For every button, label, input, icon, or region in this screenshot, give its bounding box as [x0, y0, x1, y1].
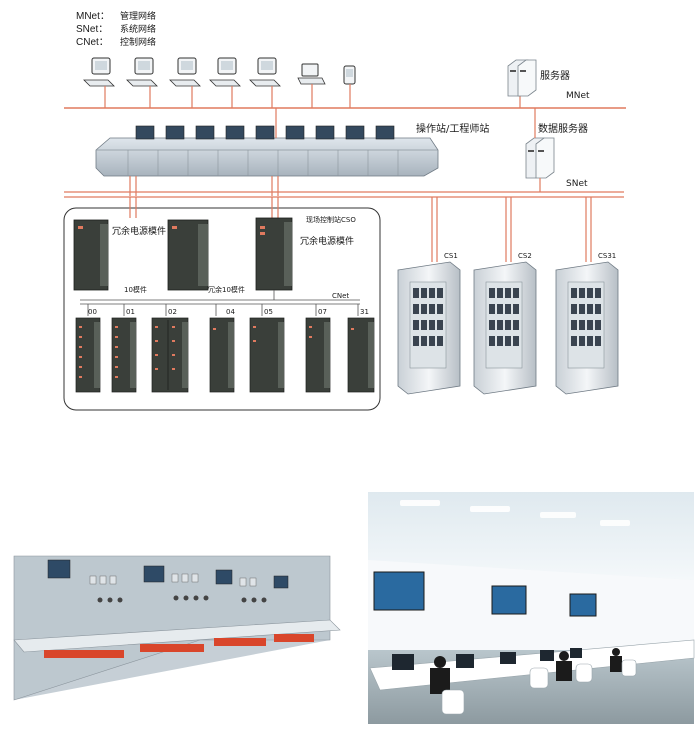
slot-label: 05: [264, 308, 273, 316]
slot-label: 31: [360, 308, 369, 316]
redundant-io-module: [151, 317, 189, 393]
io-module: [111, 317, 137, 393]
io-module: [75, 317, 101, 393]
controller-module: [167, 219, 209, 291]
io-module: [249, 317, 285, 393]
cnet-label: CNet: [332, 292, 349, 300]
data-server-icon: [525, 137, 555, 179]
redundant-io-label: 冗余10模件: [208, 285, 245, 294]
control-cabinet-cs31: [555, 261, 619, 395]
data-server-label: 数据服务器: [538, 122, 588, 135]
legend-desc-snet: 系统网络: [120, 23, 156, 35]
desktop-computer-icon: [169, 57, 201, 87]
io-module: [209, 317, 235, 393]
control-cabinets: [397, 261, 619, 395]
server-icon: [507, 59, 537, 97]
redundant-power-module: [73, 219, 109, 291]
operator-console: [95, 125, 439, 177]
control-desk-photo: [8, 540, 348, 701]
field-controller-module: [255, 217, 293, 291]
io-module-label: 10模件: [124, 285, 147, 294]
io-module: [305, 317, 331, 393]
legend-key-snet: SNet：: [76, 24, 108, 35]
slot-label: 00: [88, 308, 97, 316]
redundant-power-label-2: 冗余电源模件: [300, 235, 354, 247]
mnet-drops: [104, 84, 521, 108]
legend-key-cnet: CNet：: [76, 37, 109, 48]
control-cabinet-cs2: [473, 261, 537, 395]
console-monitors: [135, 125, 395, 140]
field-station-label: 现场控制站CSO: [306, 215, 356, 224]
legend-desc-cnet: 控制网络: [120, 36, 156, 48]
desktop-computer-icon: [209, 57, 241, 87]
legend-key-mnet: MNet：: [76, 11, 110, 22]
laptop-icon: [297, 63, 326, 85]
cabinet-label-cs31: CS31: [598, 252, 616, 260]
cabinet-label-cs2: CS2: [518, 252, 532, 260]
cabinet-label-cs1: CS1: [444, 252, 458, 260]
server-label: 服务器: [540, 69, 570, 82]
management-computers: [83, 57, 356, 87]
operator-station-label: 操作站/工程师站: [416, 122, 489, 135]
field-control-station-box: [63, 207, 381, 411]
redundant-power-label-1: 冗余电源模件: [112, 225, 166, 237]
legend-desc-mnet: 管理网络: [120, 10, 156, 22]
io-module: [347, 317, 375, 393]
control-cabinet-cs1: [397, 261, 461, 395]
desktop-computer-icon: [83, 57, 115, 87]
desktop-computer-icon: [249, 57, 281, 87]
slot-label: 02: [168, 308, 177, 316]
slot-label: 07: [318, 308, 327, 316]
handheld-device-icon: [343, 65, 356, 85]
legend: MNet： 管理网络 SNet： 系统网络 CNet： 控制网络: [76, 10, 156, 48]
slot-label: 04: [226, 308, 235, 316]
io-modules: [75, 317, 375, 393]
mnet-label: MNet: [566, 91, 590, 101]
desktop-computer-icon: [126, 57, 158, 87]
slot-label: 01: [126, 308, 135, 316]
control-room-photo: [368, 492, 695, 724]
snet-label: SNet: [566, 179, 588, 189]
